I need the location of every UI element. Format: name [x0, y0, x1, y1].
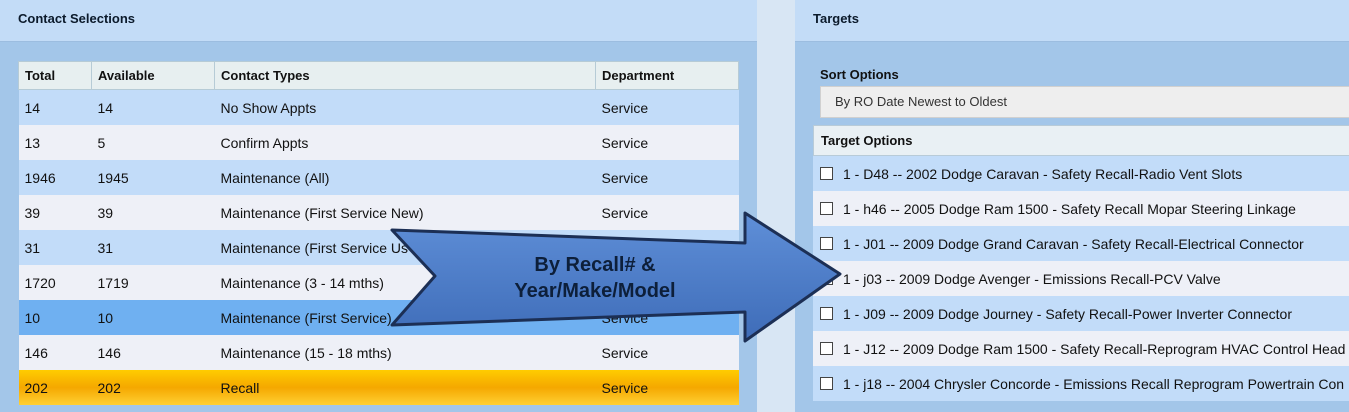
cell-contact-type: Recall [214, 370, 596, 405]
table-row-recall[interactable]: 202 202 Recall Service [18, 370, 739, 405]
cell-total: 10 [18, 300, 92, 335]
target-option-item[interactable]: 1 - h46 -- 2005 Dodge Ram 1500 - Safety … [813, 191, 1349, 226]
cell-contact-type: Maintenance (3 - 14 mths) [214, 265, 596, 300]
cell-contact-type: Maintenance (First Service New) [214, 195, 596, 230]
target-option-label: 1 - j18 -- 2004 Chrysler Concorde - Emis… [843, 375, 1345, 392]
target-checkbox[interactable] [820, 202, 833, 215]
target-option-item[interactable]: 1 - J12 -- 2009 Dodge Ram 1500 - Safety … [813, 331, 1349, 366]
cell-contact-type: No Show Appts [214, 89, 596, 125]
target-option-item[interactable]: 1 - D48 -- 2002 Dodge Caravan - Safety R… [813, 156, 1349, 191]
target-option-label: 1 - j03 -- 2009 Dodge Avenger - Emission… [843, 270, 1221, 287]
column-header-available[interactable]: Available [91, 61, 215, 90]
cell-department: Service [595, 160, 739, 195]
table-row[interactable]: 14 14 No Show Appts Service [18, 89, 739, 125]
target-option-label: 1 - J01 -- 2009 Dodge Grand Caravan - Sa… [843, 235, 1304, 252]
cell-department: Service [595, 300, 739, 335]
target-option-label: 1 - J09 -- 2009 Dodge Journey - Safety R… [843, 305, 1292, 322]
cell-total: 1720 [18, 265, 92, 300]
cell-contact-type: Maintenance (All) [214, 160, 596, 195]
cell-department: Service [595, 195, 739, 230]
cell-contact-type: Maintenance (First Service Us [214, 230, 596, 265]
column-header-contact-types[interactable]: Contact Types [214, 61, 596, 90]
cell-available: 10 [91, 300, 215, 335]
cell-department [595, 265, 739, 300]
cell-available: 1719 [91, 265, 215, 300]
target-option-item[interactable]: 1 - J09 -- 2009 Dodge Journey - Safety R… [813, 296, 1349, 331]
cell-total: 146 [18, 335, 92, 370]
contact-selections-title: Contact Selections [0, 0, 757, 42]
table-row[interactable]: 1946 1945 Maintenance (All) Service [18, 160, 739, 195]
target-option-label: 1 - D48 -- 2002 Dodge Caravan - Safety R… [843, 165, 1243, 182]
targets-panel: Targets Sort Options By RO Date Newest t… [795, 0, 1349, 412]
target-option-item[interactable]: 1 - j03 -- 2009 Dodge Avenger - Emission… [813, 261, 1349, 296]
cell-department: Service [595, 370, 739, 405]
cell-total: 39 [18, 195, 92, 230]
target-checkbox[interactable] [820, 237, 833, 250]
table-row[interactable]: 1720 1719 Maintenance (3 - 14 mths) [18, 265, 739, 300]
target-option-item[interactable]: 1 - j18 -- 2004 Chrysler Concorde - Emis… [813, 366, 1349, 401]
target-checkbox[interactable] [820, 272, 833, 285]
cell-department [595, 230, 739, 265]
column-header-department[interactable]: Department [595, 61, 739, 90]
cell-total: 202 [18, 370, 92, 405]
cell-available: 146 [91, 335, 215, 370]
target-checkbox[interactable] [820, 342, 833, 355]
table-row[interactable]: 39 39 Maintenance (First Service New) Se… [18, 195, 739, 230]
table-row[interactable]: 146 146 Maintenance (15 - 18 mths) Servi… [18, 335, 739, 370]
table-row-selected[interactable]: 10 10 Maintenance (First Service) Servic… [18, 300, 739, 335]
contact-selections-panel: Contact Selections Total Available Conta… [0, 0, 757, 405]
cell-department: Service [595, 89, 739, 125]
sort-options-label: Sort Options [820, 67, 899, 82]
cell-available: 39 [91, 195, 215, 230]
target-options-label: Target Options [813, 125, 1349, 156]
target-option-label: 1 - h46 -- 2005 Dodge Ram 1500 - Safety … [843, 200, 1296, 217]
cell-contact-type: Maintenance (15 - 18 mths) [214, 335, 596, 370]
cell-contact-type: Confirm Appts [214, 125, 596, 160]
table-row[interactable]: 31 31 Maintenance (First Service Us [18, 230, 739, 265]
cell-available: 1945 [91, 160, 215, 195]
column-header-total[interactable]: Total [18, 61, 92, 90]
cell-department: Service [595, 335, 739, 370]
cell-available: 14 [91, 89, 215, 125]
cell-total: 14 [18, 89, 92, 125]
cell-total: 31 [18, 230, 92, 265]
cell-total: 1946 [18, 160, 92, 195]
cell-total: 13 [18, 125, 92, 160]
cell-available: 31 [91, 230, 215, 265]
cell-contact-type: Maintenance (First Service) [214, 300, 596, 335]
cell-available: 202 [91, 370, 215, 405]
target-option-label: 1 - J12 -- 2009 Dodge Ram 1500 - Safety … [843, 340, 1346, 357]
table-header-row: Total Available Contact Types Department [18, 61, 739, 90]
target-checkbox[interactable] [820, 307, 833, 320]
target-options-list: 1 - D48 -- 2002 Dodge Caravan - Safety R… [813, 156, 1349, 401]
target-checkbox[interactable] [820, 377, 833, 390]
sort-options-select[interactable]: By RO Date Newest to Oldest [820, 86, 1349, 118]
cell-department: Service [595, 125, 739, 160]
target-checkbox[interactable] [820, 167, 833, 180]
contact-types-table: Total Available Contact Types Department… [18, 61, 739, 405]
panel-divider [757, 0, 795, 412]
cell-available: 5 [91, 125, 215, 160]
table-row[interactable]: 13 5 Confirm Appts Service [18, 125, 739, 160]
targets-title: Targets [795, 0, 1349, 42]
target-option-item[interactable]: 1 - J01 -- 2009 Dodge Grand Caravan - Sa… [813, 226, 1349, 261]
